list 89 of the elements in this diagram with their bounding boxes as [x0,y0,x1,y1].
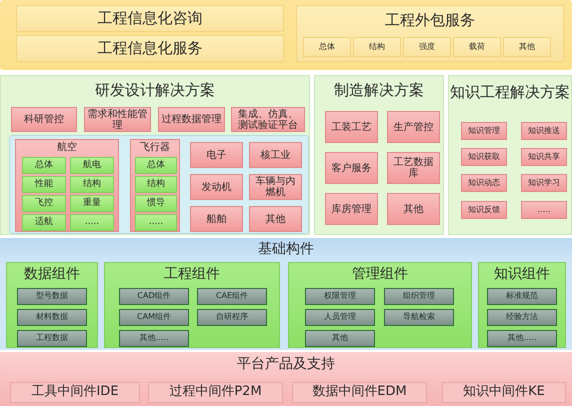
category-box: 知识动态 [461,174,507,192]
item-box: ..... [135,214,177,231]
item-box: 性能 [22,176,66,193]
component-box: 标准规范 [487,288,557,305]
service-item-box: 强度 [403,37,451,57]
component-box: CAE组件 [197,288,267,305]
item-box: 惯导 [135,195,177,212]
section-band [0,0,572,70]
item-box: ..... [70,214,114,231]
category-box: 知识推送 [521,122,567,140]
panel-title: 航空 [57,142,77,153]
component-box: CAM组件 [119,309,189,326]
category-box: 核工业 [249,142,302,168]
service-item-box: 其他 [503,37,551,57]
category-box: 库房管理 [325,193,378,225]
panel-title: 平台产品及支持 [237,357,335,372]
service-box: 工程信息化咨询 [16,5,284,32]
component-panel [478,262,566,348]
component-box: 组织管理 [384,288,454,305]
item-box: 适航 [22,214,66,231]
category-box: 科研管控 [11,107,77,132]
category-box: 生产管控 [387,111,440,143]
component-box: 导航检索 [384,309,454,326]
component-box: 工程数据 [17,330,87,347]
category-box: 知识管理 [461,122,507,140]
category-box: 电子 [190,142,243,168]
solution-panel [314,75,444,235]
category-box: 知识获取 [461,148,507,166]
component-box: 经验方法 [487,309,557,326]
service-item-box: 总体 [303,37,351,57]
category-box: 其他 [387,193,440,225]
item-box: 重量 [70,195,114,212]
category-box: 工艺数据库 [387,152,440,184]
component-box: 其他..... [487,330,557,347]
category-box [130,139,180,232]
group-container [9,135,309,234]
panel-title: 基础构件 [258,242,314,258]
section-band [0,238,572,350]
solution-panel [0,75,310,235]
component-box: 自研程序 [197,309,267,326]
middleware-box: 过程中间件P2M [148,382,283,403]
panel-title: 工程外包服务 [385,12,475,28]
panel-title: 研发设计解决方案 [95,82,215,98]
component-panel [6,262,98,348]
category-box: 船舶 [190,206,243,232]
category-box: 客户服务 [325,152,378,184]
category-box: ..... [521,201,567,219]
service-item-box: 结构 [353,37,401,57]
panel-title: 知识工程解决方案 [450,84,570,100]
middleware-box: 知识中间件KE [442,382,566,403]
panel-title: 数据组件 [24,267,80,282]
item-box: 总体 [22,157,66,174]
category-box: 集成、仿真、测试验证平台 [231,107,305,132]
item-box: 结构 [70,176,114,193]
item-box: 航电 [70,157,114,174]
panel-title: 制造解决方案 [334,82,424,98]
category-box: 知识反馈 [461,201,507,219]
panel-title: 工程组件 [164,267,220,282]
category-box: 过程数据管理 [158,107,225,132]
service-item-box: 载荷 [453,37,501,57]
category-box: 知识共享 [521,148,567,166]
item-box: 结构 [135,176,177,193]
category-box: 车辆与内燃机 [249,174,302,200]
service-box [296,5,564,62]
category-box: 发动机 [190,174,243,200]
component-box: 其他 [305,330,375,347]
panel-title: 飞行器 [140,142,170,153]
section-band [0,352,572,406]
component-box: 权限管理 [305,288,375,305]
service-box: 工程信息化服务 [16,35,284,62]
solution-panel [448,75,572,235]
panel-title: 知识组件 [494,267,550,282]
category-box: 知识学习 [521,174,567,192]
component-box: 其他..... [119,330,189,347]
middleware-box: 工具中间件IDE [10,382,140,403]
component-box: CAD组件 [119,288,189,305]
middleware-box: 数据中间件EDM [292,382,427,403]
category-box [15,139,119,232]
component-box: 人员管理 [305,309,375,326]
component-panel [104,262,280,348]
item-box: 总体 [135,157,177,174]
category-box: 需求和性能管理 [84,107,151,132]
category-box: 工装工艺 [325,111,378,143]
item-box: 飞控 [22,195,66,212]
panel-title: 管理组件 [352,267,408,282]
component-box: 型号数据 [17,288,87,305]
category-box: 其他 [249,206,302,232]
component-box: 材料数据 [17,309,87,326]
component-panel [288,262,472,348]
